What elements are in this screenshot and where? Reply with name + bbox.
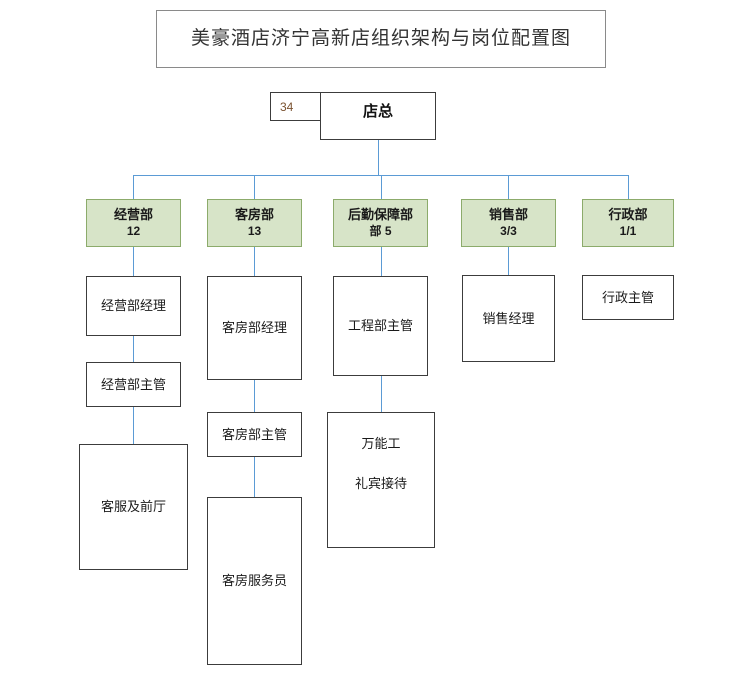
node-xiaoshou-jingli: 销售经理 (462, 275, 555, 362)
total-headcount-value: 34 (280, 99, 294, 114)
connector-bus-to-dept-2 (254, 175, 255, 200)
label-xiaoshou-jingli: 销售经理 (482, 310, 535, 326)
total-headcount-box: 34 (270, 92, 321, 121)
node-kefangbu-zhuguan: 客房部主管 (207, 412, 302, 457)
node-kefang-fuwuyuan: 客房服务员 (207, 497, 302, 665)
label-libin-jiedai: 礼宾接待 (354, 475, 407, 491)
node-kefangbu-jingli: 客房部经理 (207, 276, 302, 380)
label-wannenggong: 万能工 (361, 436, 401, 451)
label-kefang-fuwuyuan: 客房服务员 (221, 573, 287, 589)
label-kefu-ji-qianting: 客服及前厅 (100, 499, 166, 515)
page-title: 美豪酒店济宁高新店组织架构与岗位配置图 (190, 27, 571, 49)
node-kefu-ji-qianting: 客服及前厅 (79, 444, 188, 570)
connector-dept1-child1-to-child2 (133, 336, 134, 362)
label-kefangbu-zhuguan: 客房部主管 (221, 426, 287, 442)
dept-box-xingzhengbu: 行政部 1/1 (582, 199, 674, 247)
dept-count-xingzhengbu: 1/1 (619, 224, 637, 239)
chart-title-box: 美豪酒店济宁高新店组织架构与岗位配置图 (156, 10, 606, 68)
dept-box-kefangbu: 客房部 13 (207, 199, 302, 247)
connector-dept4-to-child1 (508, 247, 509, 275)
dept-name-jingyingbu: 经营部 (113, 206, 153, 222)
node-wannenggong-libin: 万能工 礼宾接待 (327, 412, 435, 548)
dept-box-jingyingbu: 经营部 12 (86, 199, 181, 247)
dept-box-houqinbaozhangbu: 后勤保障部 部 5 (333, 199, 428, 247)
label-kefangbu-jingli: 客房部经理 (221, 320, 287, 336)
connector-dept2-child1-to-child2 (254, 380, 255, 412)
node-jingyingbu-jingli: 经营部经理 (86, 276, 181, 336)
dept-box-xiaoshoubu: 销售部 3/3 (461, 199, 556, 247)
label-jingyingbu-zhuguan: 经营部主管 (100, 376, 166, 392)
dept-name-xiaoshoubu: 销售部 (488, 206, 528, 222)
connector-dept1-child2-to-child3 (133, 407, 134, 444)
connector-bus-to-dept-1 (133, 175, 134, 200)
label-xingzheng-zhuguan: 行政主管 (601, 289, 654, 305)
node-gongchengbu-zhuguan: 工程部主管 (333, 276, 428, 376)
label-jingyingbu-jingli: 经营部经理 (100, 298, 166, 314)
connector-bus-to-dept-5 (628, 175, 629, 200)
dept-count-xiaoshoubu: 3/3 (500, 224, 517, 239)
connector-bus-to-dept-3 (381, 175, 382, 200)
node-general-manager: 店总 (320, 92, 436, 140)
connector-dept2-to-child1 (254, 247, 255, 276)
connector-horizontal-bus (133, 175, 628, 176)
connector-dept1-to-child1 (133, 247, 134, 276)
connector-boss-down (378, 140, 379, 176)
connector-dept3-child1-to-child2 (381, 376, 382, 412)
label-gongchengbu-zhuguan: 工程部主管 (347, 318, 413, 334)
dept-name-xingzhengbu: 行政部 (608, 206, 648, 222)
general-manager-label: 店总 (362, 103, 393, 120)
dept-count-kefangbu: 13 (247, 224, 262, 239)
dept-count-jingyingbu: 12 (126, 224, 141, 239)
node-xingzheng-zhuguan: 行政主管 (582, 275, 674, 320)
connector-dept2-child2-to-child3 (254, 457, 255, 497)
dept-name-kefangbu: 客房部 (234, 206, 274, 222)
dept-count-houqinbaozhangbu: 部 5 (369, 224, 392, 239)
dept-name-houqinbaozhangbu: 后勤保障部 (347, 206, 413, 222)
connector-bus-to-dept-4 (508, 175, 509, 200)
node-jingyingbu-zhuguan: 经营部主管 (86, 362, 181, 407)
connector-dept3-to-child1 (381, 247, 382, 276)
